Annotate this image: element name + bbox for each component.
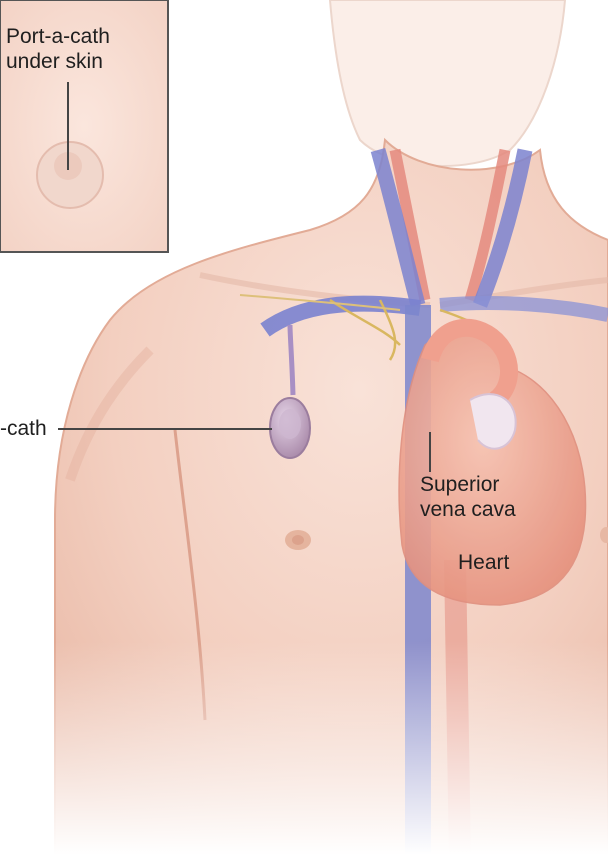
- svc-label-line2: vena cava: [420, 497, 516, 522]
- svc-label-line1: Superior: [420, 472, 516, 497]
- inset-title-line1: Port-a-cath: [6, 24, 110, 49]
- svc-label: Superior vena cava: [420, 472, 516, 522]
- heart-label: Heart: [458, 550, 509, 575]
- inset-title-line2: under skin: [6, 49, 110, 74]
- port-label: -cath: [0, 416, 47, 441]
- inset-title: Port-a-cath under skin: [6, 24, 110, 74]
